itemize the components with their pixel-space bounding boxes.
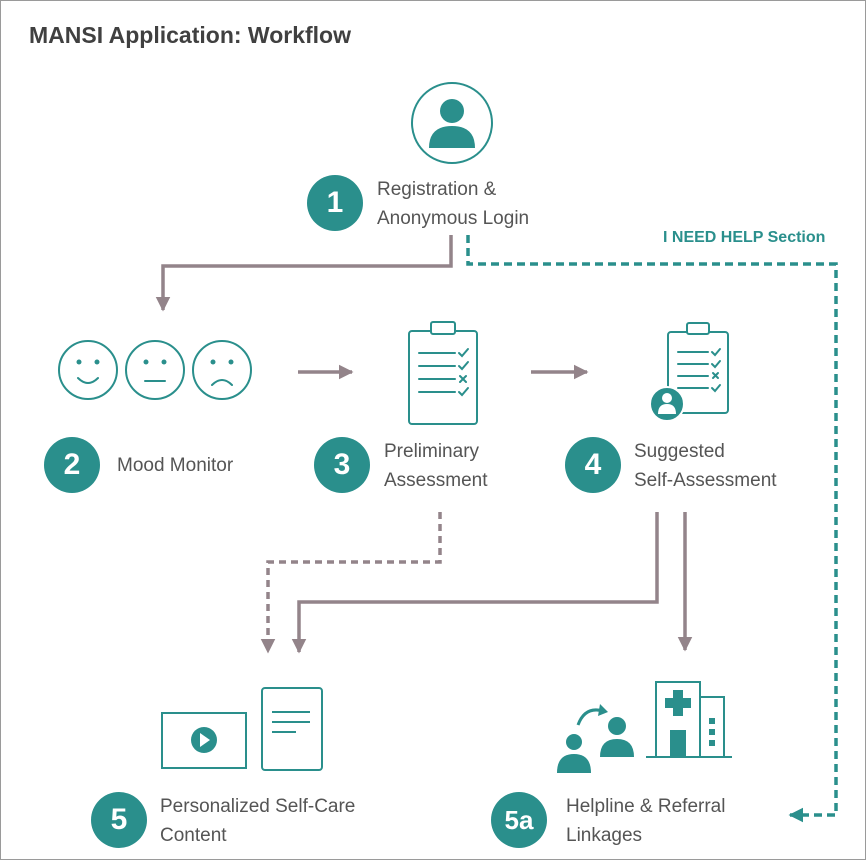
step-1-badge: 1 <box>307 175 363 231</box>
step-5a-label: Helpline & Referral Linkages <box>566 792 725 850</box>
clipboard-checklist-icon <box>408 321 478 425</box>
arrow-login-to-mood <box>155 235 453 312</box>
page-title: MANSI Application: Workflow <box>29 22 351 48</box>
sad-face-icon <box>192 340 252 400</box>
arrow-suggested-to-content <box>291 512 659 654</box>
step-3-label: Preliminary Assessment <box>384 437 487 495</box>
user-circle-icon <box>411 82 493 164</box>
mood-faces-icon <box>58 340 252 400</box>
step-5a-badge: 5a <box>491 792 547 848</box>
video-document-icon <box>161 687 323 771</box>
step-3-badge: 3 <box>314 437 370 493</box>
step-5a-label-line1: Helpline & Referral <box>566 796 726 817</box>
referral-hospital-icon <box>557 681 732 773</box>
step-4-badge: 4 <box>565 437 621 493</box>
step-4-label-line2: Self-Assessment <box>634 470 777 491</box>
clipboard-user-icon <box>649 322 729 422</box>
step-1-label-line1: Registration & <box>377 179 497 200</box>
step-2-badge: 2 <box>44 437 100 493</box>
arrow-preliminary-to-content <box>260 512 442 654</box>
step-3-label-line1: Preliminary <box>384 441 480 462</box>
step-5-label-line2: Content <box>160 825 227 846</box>
step-3-label-line2: Assessment <box>384 470 488 491</box>
step-5-label-line1: Personalized Self-Care <box>160 796 356 817</box>
arrow-help-path <box>466 235 838 823</box>
step-5a-label-line2: Linkages <box>566 825 643 846</box>
step-5-label: Personalized Self-Care Content <box>160 792 355 850</box>
step-5-badge: 5 <box>91 792 147 848</box>
step-2-label: Mood Monitor <box>117 455 234 476</box>
happy-face-icon <box>58 340 118 400</box>
neutral-face-icon <box>125 340 185 400</box>
step-4-label: Suggested Self-Assessment <box>634 437 777 495</box>
step-4-label-line1: Suggested <box>634 441 725 462</box>
step-1-label: Registration & Anonymous Login <box>377 175 529 233</box>
help-section-label: I NEED HELP Section <box>663 229 826 246</box>
step-1-label-line2: Anonymous Login <box>377 208 530 229</box>
